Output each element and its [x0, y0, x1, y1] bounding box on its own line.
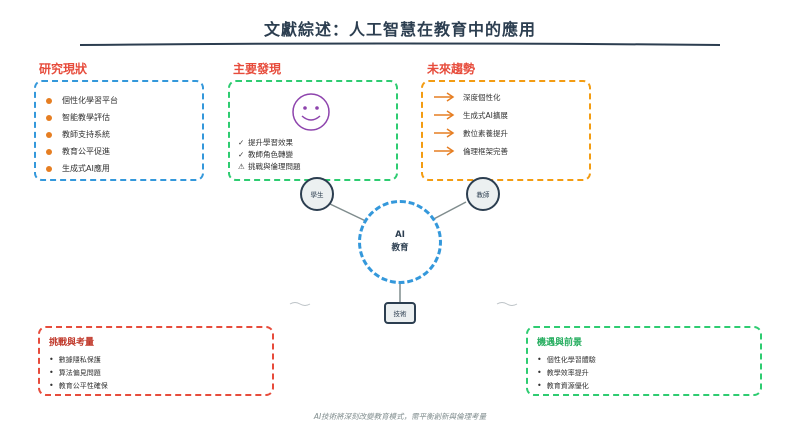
- research-status-heading: 研究現狀: [39, 62, 88, 76]
- future-trends-item: 深度個性化: [433, 88, 589, 106]
- challenges-heading: 挑戰與考量: [49, 338, 95, 348]
- main-findings-item-label: 教師角色轉變: [248, 149, 293, 159]
- footer-note: AI技術將深刻改變教育模式，需平衡創新與倫理考量: [313, 412, 487, 421]
- main-findings-heading: 主要發現: [233, 62, 282, 76]
- main-findings-item: ✓提升學習效果: [238, 136, 301, 148]
- opportunities-list: 個性化學習體驗教學效率提升教育資源優化: [537, 353, 760, 392]
- main-findings-item-label: 提升學習效果: [248, 137, 293, 147]
- title-underline: [79, 42, 721, 46]
- bullet-dot-icon: [46, 97, 52, 104]
- check-mark-icon: ✓: [238, 149, 245, 159]
- opportunities-item: 個性化學習體驗: [537, 353, 760, 366]
- page-title: 文獻綜述：人工智慧在教育中的應用: [263, 20, 536, 39]
- research-status-box: 個性化學習平台智能教學評估教師支持系統教育公平促進生成式AI應用: [34, 80, 204, 181]
- future-trends-item-label: 生成式AI擴展: [463, 110, 508, 120]
- ai-education-center-node: AI 教育: [358, 200, 442, 284]
- research-status-item: 生成式AI應用: [46, 160, 202, 177]
- teacher-node: 教師: [466, 177, 500, 211]
- arrow-right-icon: [434, 110, 455, 120]
- bullet-dot-icon: [46, 114, 52, 121]
- opportunities-item: 教育資源優化: [537, 379, 760, 392]
- opportunities-box: 機遇與前景 個性化學習體驗教學效率提升教育資源優化: [526, 326, 762, 396]
- future-trends-item-label: 數位素養提升: [463, 128, 508, 138]
- bullet-dot-icon: [46, 148, 52, 155]
- main-findings-list: ✓提升學習效果✓教師角色轉變⚠挑戰與倫理問題: [238, 136, 301, 172]
- research-status-item: 教師支持系統: [46, 126, 202, 143]
- research-status-item: 教育公平促進: [46, 143, 202, 160]
- future-trends-item: 生成式AI擴展: [433, 106, 589, 124]
- main-findings-item: ⚠挑戰與倫理問題: [238, 160, 301, 172]
- future-trends-list: 深度個性化生成式AI擴展數位素養提升倫理框架完善: [433, 88, 589, 160]
- technology-node-label: 技術: [393, 310, 407, 318]
- main-findings-item-label: 挑戰與倫理問題: [248, 161, 301, 171]
- bullet-dot-icon: [46, 131, 52, 138]
- challenges-box: 挑戰與考量 數據隱私保護算法偏見問題教育公平性確保: [38, 326, 274, 396]
- research-status-list: 個性化學習平台智能教學評估教師支持系統教育公平促進生成式AI應用: [46, 92, 202, 177]
- research-status-item-label: 教育公平促進: [62, 147, 110, 156]
- challenges-list: 數據隱私保護算法偏見問題教育公平性確保: [49, 353, 272, 392]
- opportunities-heading: 機遇與前景: [537, 338, 583, 348]
- future-trends-box: 深度個性化生成式AI擴展數位素養提升倫理框架完善: [421, 80, 591, 181]
- center-label-ai: AI: [395, 230, 405, 240]
- smiley-face-icon: [292, 93, 330, 131]
- research-status-item-label: 教師支持系統: [62, 130, 110, 139]
- opportunities-item: 教學效率提升: [537, 366, 760, 379]
- future-trends-heading: 未來趨勢: [427, 62, 476, 76]
- check-mark-icon: ✓: [238, 137, 245, 147]
- arrow-right-icon: [434, 92, 455, 102]
- student-node-label: 學生: [310, 191, 324, 199]
- future-trends-item-label: 倫理框架完善: [463, 146, 508, 156]
- center-label-education: 教育: [391, 243, 409, 253]
- main-findings-box: ✓提升學習效果✓教師角色轉變⚠挑戰與倫理問題: [228, 80, 398, 181]
- technology-node: 技術: [384, 302, 416, 324]
- research-status-item-label: 個性化學習平台: [62, 96, 118, 105]
- research-status-item-label: 生成式AI應用: [62, 164, 110, 173]
- future-trends-item-label: 深度個性化: [463, 92, 501, 102]
- future-trends-item: 數位素養提升: [433, 124, 589, 142]
- research-status-item-label: 智能教學評估: [62, 113, 110, 122]
- main-findings-item: ✓教師角色轉變: [238, 148, 301, 160]
- bullet-dot-icon: [46, 165, 52, 172]
- arrow-right-icon: [434, 146, 455, 156]
- future-trends-item: 倫理框架完善: [433, 142, 589, 160]
- arrow-right-icon: [434, 128, 455, 138]
- student-node: 學生: [300, 177, 334, 211]
- research-status-item: 智能教學評估: [46, 109, 202, 126]
- challenges-item: 數據隱私保護: [49, 353, 272, 366]
- warning-icon: ⚠: [238, 161, 245, 171]
- challenges-item: 算法偏見問題: [49, 366, 272, 379]
- challenges-item: 教育公平性確保: [49, 379, 272, 392]
- teacher-node-label: 教師: [476, 191, 490, 199]
- research-status-item: 個性化學習平台: [46, 92, 202, 109]
